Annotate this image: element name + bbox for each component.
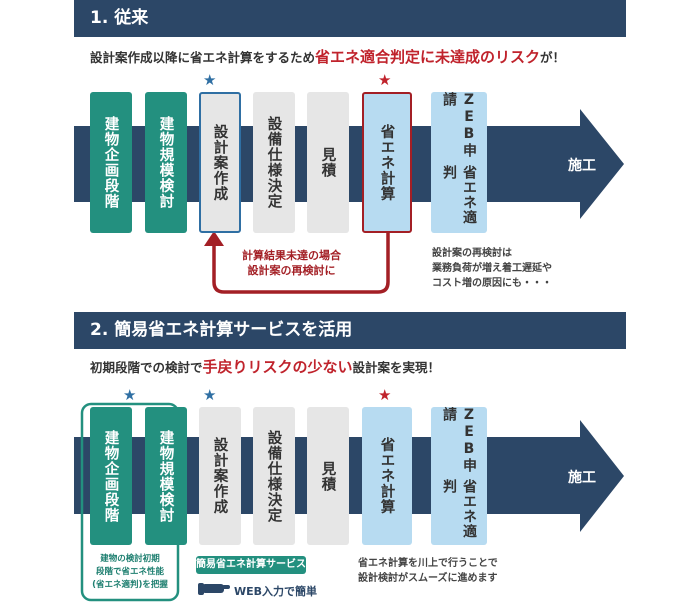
section-2-title: 2. 簡易省エネ計算サービスを活用 (90, 320, 353, 340)
early-stage-note: 建物の検討初期 段階で省エネ性能 (省エネ適判)を把握 (84, 553, 176, 592)
step-equipment-spec: 設備仕様決定 (253, 92, 295, 233)
step-building-planning: 建物企画段階 (90, 407, 132, 545)
risk-highlight: 省エネ適合判定に未達成のリスク (315, 48, 541, 66)
section-2-intro: 初期段階での検討で手戻りリスクの少ない設計案を実現！ (90, 356, 440, 377)
rework-loop-arrow (212, 232, 390, 294)
intro-text: 設計案作成以降に省エネ計算をするため (90, 50, 316, 65)
section-2-side-note: 省エネ計算を川上で行うことで 設計検討がスムーズに進めます (358, 556, 498, 586)
zeb-label: ZEB申請 (441, 407, 477, 473)
step-design-proposal: 設計案作成 (199, 407, 241, 545)
side-note-line: コスト増の原因にも・・・ (432, 278, 552, 289)
construction-label: 施工 (568, 158, 596, 174)
side-note-line: 設計検討がスムーズに進めます (358, 573, 498, 584)
risk-highlight: 手戻りリスクの少ない (202, 358, 353, 376)
early-note-line: 建物の検討初期 (100, 554, 160, 564)
service-badge: 簡易省エネ計算サービス (196, 556, 306, 574)
rework-note-line: 計算結果未達の場合 (242, 249, 341, 262)
step-energy-calc: 省エネ計算 (362, 407, 412, 545)
step-design-proposal: 設計案作成 (199, 92, 241, 233)
step-estimate: 見積 (307, 92, 349, 233)
compliance-label: 省エネ適判 (441, 478, 477, 539)
intro-text-end: 設計案を実現！ (352, 360, 441, 375)
construction-label: 施工 (568, 470, 596, 486)
section-1-side-note: 設計案の再検討は 業務負荷が増え着工遅延や コスト増の原因にも・・・ (432, 246, 552, 291)
rework-note-line: 設計案の再検討に (247, 264, 336, 277)
star-icon: ★ (378, 71, 392, 89)
section-1-intro: 設計案作成以降に省エネ計算をするため省エネ適合判定に未達成のリスクが！ (90, 46, 565, 67)
star-icon: ★ (378, 386, 392, 404)
step-zeb-application: ZEB申請省エネ適判 (431, 92, 487, 233)
star-icon: ★ (203, 386, 217, 404)
star-icon: ★ (123, 386, 137, 404)
step-building-planning: 建物企画段階 (90, 92, 132, 233)
zeb-label: ZEB申請 (441, 92, 477, 158)
pointing-hand-icon (198, 583, 230, 595)
early-note-line: (省エネ適判)を把握 (92, 580, 168, 590)
section-2-header: 2. 簡易省エネ計算サービスを活用 (74, 312, 626, 349)
step-estimate: 見積 (307, 407, 349, 545)
side-note-line: 設計案の再検討は (432, 248, 512, 259)
web-input-label: WEB入力で簡単 (234, 585, 318, 598)
star-icon: ★ (203, 71, 217, 89)
rework-note: 計算結果未達の場合 設計案の再検討に (242, 248, 341, 278)
step-scale-study: 建物規模検討 (145, 92, 187, 233)
early-note-line: 段階で省エネ性能 (95, 567, 164, 577)
rework-loop-arrowhead (204, 231, 224, 246)
step-energy-calc: 省エネ計算 (362, 92, 412, 233)
step-zeb-application: ZEB申請省エネ適判 (431, 407, 487, 545)
section-1-header: 1. 従来 (74, 0, 626, 37)
side-note-line: 業務負荷が増え着工遅延や (432, 263, 552, 274)
section-1-title: 1. 従来 (90, 8, 149, 28)
intro-text: 初期段階での検討で (90, 360, 203, 375)
step-equipment-spec: 設備仕様決定 (253, 407, 295, 545)
step-scale-study: 建物規模検討 (145, 407, 187, 545)
compliance-label: 省エネ適判 (441, 165, 477, 226)
side-note-line: 省エネ計算を川上で行うことで (358, 558, 498, 569)
intro-text-end: が！ (540, 50, 566, 65)
